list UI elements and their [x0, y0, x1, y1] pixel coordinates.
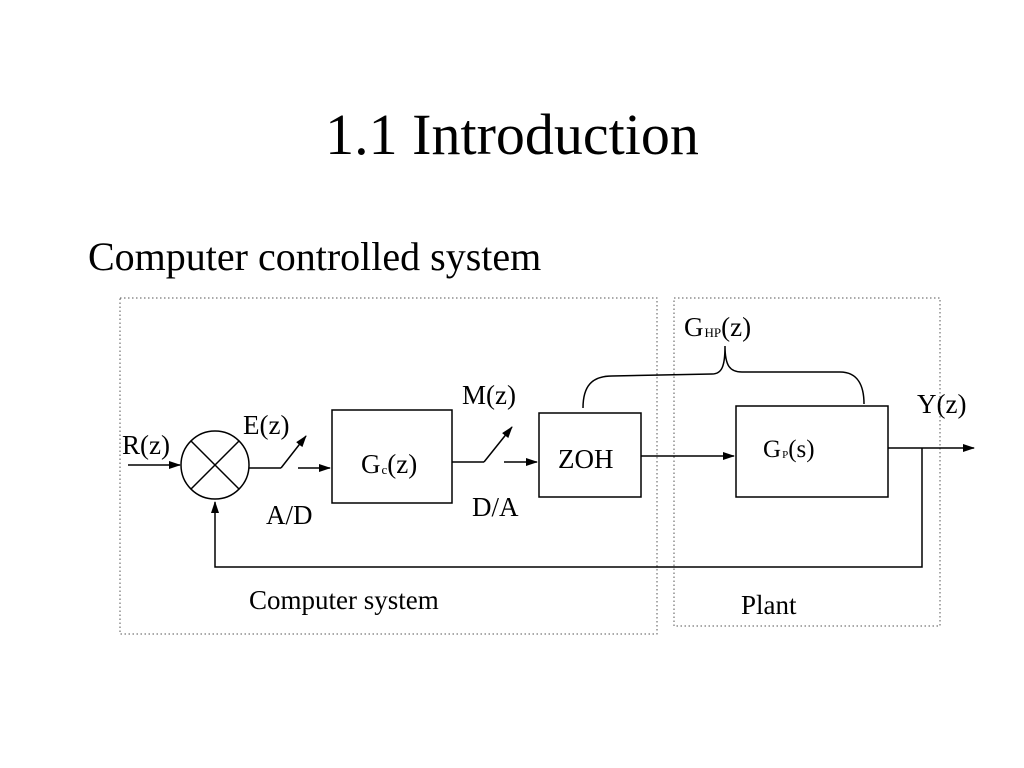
feedback-path: [211, 448, 923, 568]
summing-junction: [180, 430, 250, 500]
slide-title: 1.1 Introduction: [325, 102, 699, 167]
ghp-brace: [582, 345, 865, 409]
controller-block: [331, 409, 453, 504]
controller-label: Gc(z): [361, 449, 418, 479]
input-label: R(z): [122, 430, 170, 460]
zoh-block: [538, 412, 642, 498]
ghp-label: GHP(z): [684, 312, 752, 342]
da-label: D/A: [472, 492, 519, 522]
ad-label: A/D: [266, 500, 313, 530]
slide-subtitle: Computer controlled system: [88, 234, 542, 279]
error-label: E(z): [243, 410, 290, 440]
output-label: Y(z): [917, 389, 967, 419]
plant-group-label: Plant: [741, 590, 797, 620]
plant-tf-label: GP(s): [763, 436, 815, 463]
computer-system-boundary: [119, 297, 658, 635]
da-switch: [483, 426, 513, 463]
m-label: M(z): [462, 380, 516, 410]
zoh-label: ZOH: [558, 444, 614, 474]
plant-block: [735, 405, 889, 498]
computer-system-label: Computer system: [249, 585, 439, 615]
plant-boundary: [673, 297, 941, 627]
ad-switch: [280, 435, 307, 469]
